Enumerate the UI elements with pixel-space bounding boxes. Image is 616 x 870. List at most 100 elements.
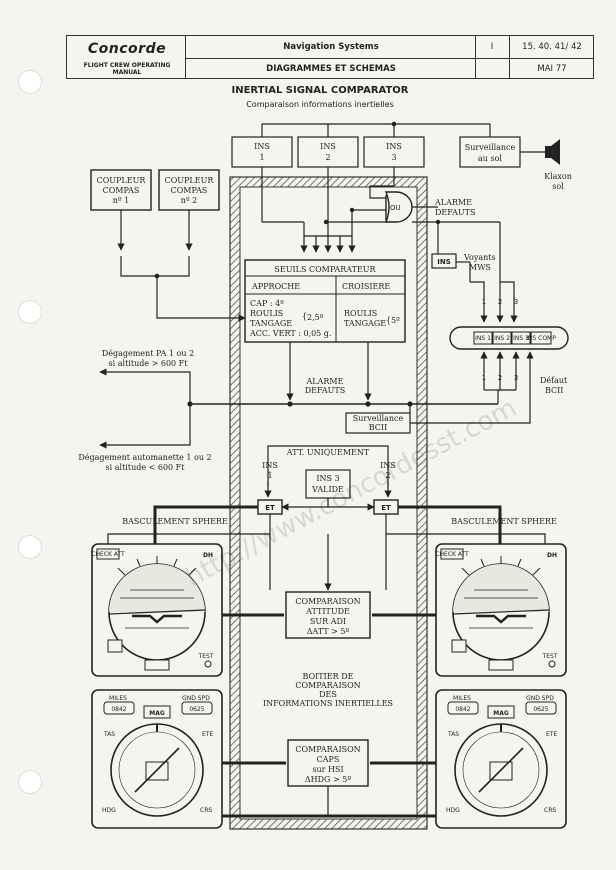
ap-disengage-2: si altitude > 600 Ft: [109, 359, 189, 368]
coupler-1-l1: COUPLEUR: [97, 176, 147, 185]
at-disengage-1: Dégagement automanette 1 ou 2: [78, 453, 211, 462]
left-adi-dh: DH: [203, 552, 213, 559]
punch-hole: [18, 300, 42, 324]
ins-1-number: 1: [259, 153, 264, 162]
ap-disengage-1: Dégagement PA 1 ou 2: [102, 349, 194, 358]
bcii-monitor-1: Surveillance: [353, 414, 404, 423]
panel-light-inscomp: INS COMP: [526, 335, 556, 342]
brand-logo: Concorde: [87, 41, 167, 57]
right-adi-check: CHECK ATT: [435, 551, 469, 558]
att-compare-1: COMPARAISON: [295, 597, 360, 606]
left-hsi-hdg: HDG: [102, 807, 116, 814]
panel-bot-num-3: 3: [514, 374, 518, 382]
right-adi-test: TEST: [542, 653, 558, 660]
housing-label-3: DES: [319, 690, 337, 699]
ins-warning-box: [431, 253, 457, 269]
left-hsi-mag: MAG: [149, 710, 165, 717]
att-compare-2: ATTITUDE: [305, 607, 350, 616]
brace-approach: {: [302, 312, 307, 321]
at-disengage-2: si altitude < 600 Ft: [106, 463, 186, 472]
panel-top-num-2: 2: [498, 298, 502, 306]
right-hsi-crs: CRS: [544, 807, 556, 814]
coupler-2-l2: COMPAS: [171, 186, 208, 195]
diagram-title: INERTIAL SIGNAL COMPARATOR: [231, 85, 409, 96]
mws-lights-1: Voyants: [463, 253, 496, 262]
right-hsi-ete: ETE: [546, 731, 557, 738]
bcii-monitor-2: BCII: [369, 423, 387, 432]
left-hsi-crs: CRS: [200, 807, 212, 814]
cruise-header: CROISIERE: [342, 282, 390, 291]
bcii-fault-2: BCII: [545, 386, 563, 395]
revision-date: MAI 77: [537, 64, 567, 74]
right-hsi-gnd: GND SPD: [526, 695, 554, 702]
panel-top-num-3: 3: [514, 298, 518, 306]
left-hsi-speed: 0625: [189, 706, 204, 713]
coupler-2-l3: nº 2: [181, 196, 198, 205]
manual-name: FLIGHT CREW OPERATING MANUAL: [83, 62, 171, 76]
panel-light-ins2: INS 2: [494, 335, 510, 342]
and-gate-right-label: ET: [381, 504, 391, 512]
left-adi-check: CHECK ATT: [91, 551, 125, 558]
right-hsi-hdg: HDG: [446, 807, 460, 814]
left-hsi-instrument: MILES GND SPD 0842 0625 MAG TAS ETE HDG …: [91, 689, 223, 829]
approach-line-2: ROULIS: [250, 309, 283, 318]
approach-line-4: ACC. VERT : 0,05 g.: [249, 329, 331, 338]
left-hsi-tas: TAS: [103, 731, 115, 738]
compass-coupler-2-box: [158, 169, 220, 211]
fault-alarm-top-1: ALARME: [434, 198, 472, 207]
panel-top-num-1: 1: [482, 298, 486, 306]
att-compare-4: ΔATT > 5º: [307, 627, 350, 636]
fault-alarm-mid-2: DEFAUTS: [305, 386, 345, 395]
hdg-compare-3: sur HSI: [312, 765, 343, 774]
ins3-valid-box: [305, 469, 351, 499]
panel-light-ins1: INS 1: [475, 335, 491, 342]
cruise-value: 5º: [391, 316, 400, 325]
attitude-only-label: ATT. UNIQUEMENT: [286, 448, 370, 457]
klaxon-label-2: sol: [552, 182, 564, 191]
horn-icon: [545, 139, 560, 165]
att-ins2-l1: INS: [380, 461, 396, 470]
coupler-1-l3: nº 1: [113, 196, 130, 205]
ground-monitor-label-2: au sol: [478, 154, 502, 163]
att-compare-3: SUR ADI: [310, 617, 346, 626]
ins-2-label: INS: [320, 142, 336, 151]
sphere-switch-left: BASCULEMENT SPHERE: [122, 517, 228, 526]
compass-coupler-1-box: [90, 169, 152, 211]
mws-lights-2: MWS: [469, 263, 491, 272]
approach-line-3: TANGAGE: [250, 319, 292, 328]
fault-alarm-top-2: DEFAUTS: [435, 208, 475, 217]
ins-warning-label: INS: [437, 258, 451, 266]
punch-hole: [18, 535, 42, 559]
ground-monitor-label-1: Surveillance: [465, 143, 516, 152]
att-ins2-l2: 2: [385, 471, 390, 480]
fault-alarm-mid-1: ALARME: [306, 377, 344, 386]
panel-light-ins3: INS 3: [513, 335, 529, 342]
ins-1-label: INS: [254, 142, 270, 151]
ins3-valid-1: INS 3: [316, 474, 339, 483]
cruise-line-1: ROULIS: [344, 309, 377, 318]
right-adi-dh: DH: [547, 552, 557, 559]
approach-header: APPROCHE: [251, 282, 300, 291]
or-gate-label: OU: [390, 204, 401, 212]
right-hsi-mag: MAG: [493, 710, 509, 717]
approach-value: 2,5º: [307, 313, 324, 322]
bcii-fault-1: Défaut: [540, 376, 568, 385]
hdg-compare-1: COMPARAISON: [295, 745, 360, 754]
ins3-valid-2: VALIDE: [311, 485, 344, 494]
right-hsi-miles: MILES: [453, 695, 471, 702]
thresholds-box: [244, 259, 406, 343]
ins-2-number: 2: [325, 153, 330, 162]
brace-cruise: {: [386, 316, 391, 325]
punch-hole: [18, 70, 42, 94]
att-ins1-l1: INS: [262, 461, 278, 470]
left-hsi-ete: ETE: [202, 731, 213, 738]
volume-number: I: [490, 42, 494, 52]
klaxon-label-1: Klaxon: [544, 172, 572, 181]
cruise-line-2: TANGAGE: [344, 319, 386, 328]
sphere-switch-right: BASCULEMENT SPHERE: [451, 517, 557, 526]
diagram-subtitle: Comparaison informations inertielles: [246, 100, 394, 109]
panel-bot-num-1: 1: [482, 374, 486, 382]
housing-label-4: INFORMATIONS INERTIELLES: [263, 699, 393, 708]
att-ins1-l2: 1: [267, 471, 272, 480]
